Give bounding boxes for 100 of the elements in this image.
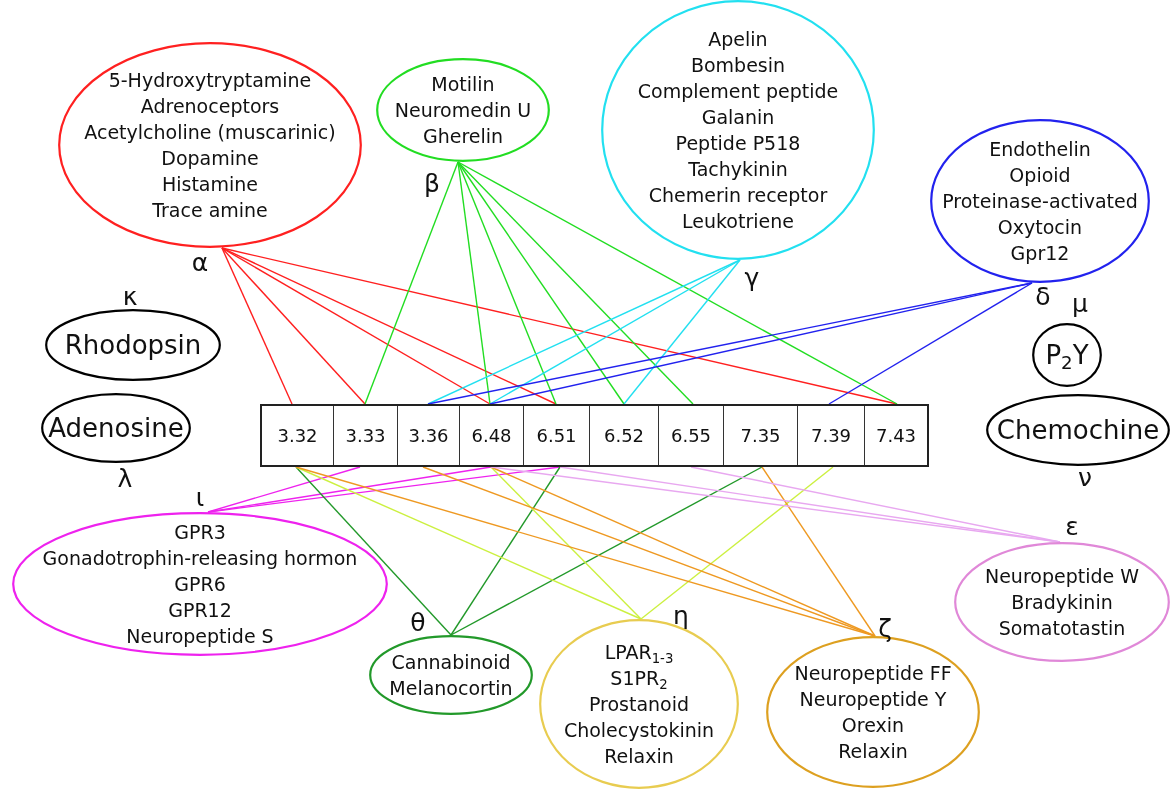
category-ellipse [954,542,1170,662]
cluster-label: θ [410,607,426,637]
connector-line [364,161,459,405]
connector-line [457,161,898,405]
connector-line [295,466,452,636]
residue-number: 7.35 [740,423,781,448]
receptor-name: Complement peptide [637,79,839,104]
receptor-name: Chemochine [996,415,1160,445]
connector-line [623,259,741,405]
connector-line [221,247,491,405]
receptor-name: Apelin [708,27,768,52]
receptor-name: Peptide P518 [675,131,801,156]
receptor-name: Opioid [1009,163,1071,188]
receptor-name: Cannabinoid [391,650,511,675]
receptor-name: Galanin [701,105,775,130]
connector-line [221,247,366,405]
receptor-name: S1PR$_{2}$ [610,666,668,691]
cluster-label: δ [1035,281,1051,311]
residue-number: 7.39 [810,423,852,448]
receptor-name: GPR6 [174,572,226,597]
connector-line [207,466,561,513]
residue-number: 3.36 [408,423,449,448]
receptor-name: Gpr12 [1010,241,1070,266]
residue-number: 7.43 [875,423,917,448]
receptor-name: Tachykinin [688,157,788,182]
receptor-name: 5-Hydroxytryptamine [108,68,312,93]
cluster-label: μ [1072,288,1088,318]
category-ellipse [58,42,362,248]
category-ellipse [1032,323,1102,387]
receptor-name: Trace amine [152,198,268,223]
receptor-name: Relaxin [838,739,908,764]
cluster-label: ζ [878,613,892,643]
category-ellipse [930,119,1150,283]
receptor-name: Orexin [841,713,905,738]
connector-line [221,247,293,405]
category-ellipse [376,58,550,162]
receptor-name: Neuropeptide Y [799,687,947,712]
connector-line [427,259,741,405]
connector-line [295,466,642,620]
connector-line [457,161,491,405]
cluster-label: γ [744,262,760,292]
receptor-name: Somatotastin [998,616,1126,641]
cluster-label: α [191,247,209,277]
connector-line [221,247,898,405]
receptor-name: Acetylcholine (muscarinic) [84,120,336,145]
category-ellipse [41,393,191,463]
receptor-name: Chemerin receptor [648,183,828,208]
receptor-name: Melanocortin [389,676,513,701]
receptor-name: Oxytocin [997,215,1083,240]
category-ellipse [369,635,533,715]
receptor-name: Rhodopsin [64,330,202,360]
cluster-label: κ [122,281,138,311]
connector-line [489,259,741,405]
receptor-name: P$_{2}$Y [1045,340,1089,370]
receptor-name: GPR3 [174,520,226,545]
receptor-name: GPR12 [168,598,232,623]
cluster-label: η [673,600,689,630]
cluster-label: λ [117,463,133,493]
receptor-name: Leukotriene [682,209,794,234]
receptor-name: Relaxin [604,744,674,769]
connector-line [640,466,834,620]
residue-number: 3.32 [277,423,318,448]
receptor-name: Histamine [161,172,259,197]
receptor-name: Neuromedin U [394,98,532,123]
receptor-name: Prostanoid [588,692,690,717]
residue-number: 3.33 [345,423,386,448]
connector-line [761,466,876,637]
receptor-name: LPAR$_{1-3}$ [604,640,674,665]
receptor-name: Gherelin [422,124,504,149]
cluster-label: β [424,168,440,198]
category-ellipse [601,0,875,260]
receptor-name: Bombesin [690,53,786,78]
receptor-name: Adenosine [48,413,184,443]
receptor-name: Neuropeptide FF [794,661,952,686]
receptor-name: Cholecystokinin [563,718,715,743]
receptor-name: Gonadotrophin-releasing hormon [42,546,358,571]
cluster-label: ε [1065,511,1079,541]
category-ellipse [12,512,388,656]
connector-line [457,161,694,405]
receptor-name: Motilin [431,72,495,97]
receptor-name: Endothelin [989,137,1091,162]
connector-line [490,466,642,620]
residue-number: 6.48 [471,423,512,448]
receptor-name: Proteinase-activated [942,189,1138,214]
receptor-name: Neuropeptide W [984,564,1140,589]
cluster-label: ν [1078,462,1092,492]
connector-line [450,466,561,636]
connector-line [690,466,1061,543]
residue-number: 6.51 [536,423,577,448]
receptor-name: Bradykinin [1011,590,1113,615]
receptor-name: Adrenoceptors [140,94,280,119]
connector-line [221,247,557,405]
connector-line [450,466,763,636]
category-ellipse [45,309,221,381]
cluster-label: ι [195,482,205,512]
residue-number: 6.52 [603,423,645,448]
receptor-name: Dopamine [161,146,259,171]
residue-strip [260,404,929,467]
receptor-name: Neuropeptide S [126,624,274,649]
category-ellipse [986,394,1170,466]
